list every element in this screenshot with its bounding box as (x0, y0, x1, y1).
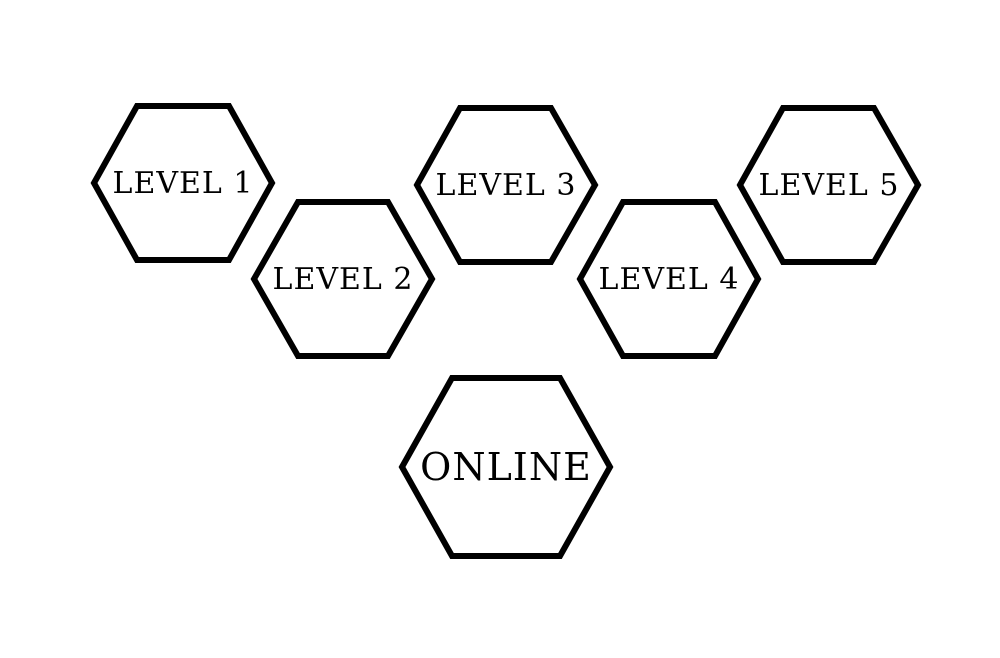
level-2-button[interactable]: LEVEL 2 (250, 199, 436, 359)
hexagon-icon (90, 103, 276, 263)
level-2-label: LEVEL 2 (272, 261, 414, 297)
level-5-label: LEVEL 5 (758, 167, 900, 203)
level-1-button[interactable]: LEVEL 1 (90, 103, 276, 263)
level-5-button[interactable]: LEVEL 5 (736, 105, 922, 265)
hexagon-icon (413, 105, 599, 265)
hexagon-icon (398, 375, 614, 559)
level-4-label: LEVEL 4 (598, 261, 740, 297)
level-3-label: LEVEL 3 (435, 167, 577, 203)
hexagon-icon (736, 105, 922, 265)
level-4-button[interactable]: LEVEL 4 (576, 199, 762, 359)
level-1-label: LEVEL 1 (112, 165, 254, 201)
hexagon-icon (250, 199, 436, 359)
hexagon-icon (576, 199, 762, 359)
online-button[interactable]: ONLINE (398, 375, 614, 559)
online-label: ONLINE (420, 445, 592, 489)
level-3-button[interactable]: LEVEL 3 (413, 105, 599, 265)
